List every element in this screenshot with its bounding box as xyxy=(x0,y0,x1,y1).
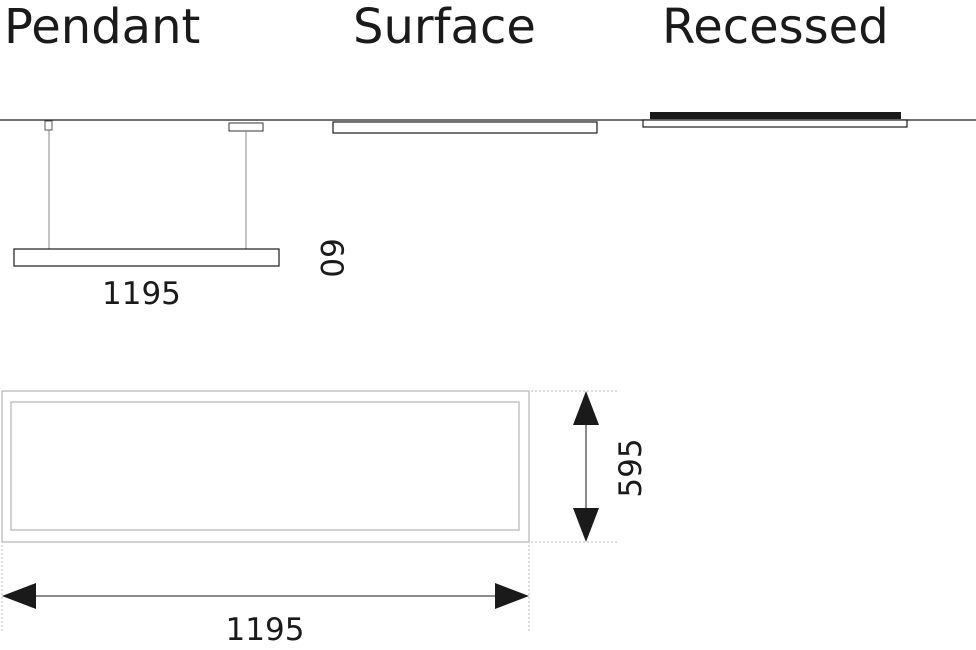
recessed-body xyxy=(650,112,901,119)
title-pendant: Pendant xyxy=(4,0,200,55)
pendant-canopy-right xyxy=(228,122,264,132)
panel-inner-diffuser xyxy=(10,401,520,531)
panel-width-label: 1195 xyxy=(226,612,305,648)
recessed-trim xyxy=(642,119,908,128)
title-recessed: Recessed xyxy=(662,0,889,55)
width-arrow-right-icon xyxy=(495,583,529,609)
width-arrow-left-icon xyxy=(2,583,36,609)
pendant-height-label: 60 xyxy=(313,238,349,277)
pendant-canopy-left xyxy=(44,120,53,131)
title-surface: Surface xyxy=(353,0,536,55)
panel-height-label: 595 xyxy=(613,438,649,497)
pendant-luminaire xyxy=(13,248,280,267)
panel-front-view xyxy=(1,390,530,543)
recessed-fixture xyxy=(642,112,908,128)
height-arrow-up-icon xyxy=(573,391,599,425)
height-arrow-down-icon xyxy=(573,508,599,542)
pendant-length-label: 1195 xyxy=(102,276,181,312)
pendant-fixture xyxy=(13,120,280,267)
surface-luminaire xyxy=(332,121,598,134)
